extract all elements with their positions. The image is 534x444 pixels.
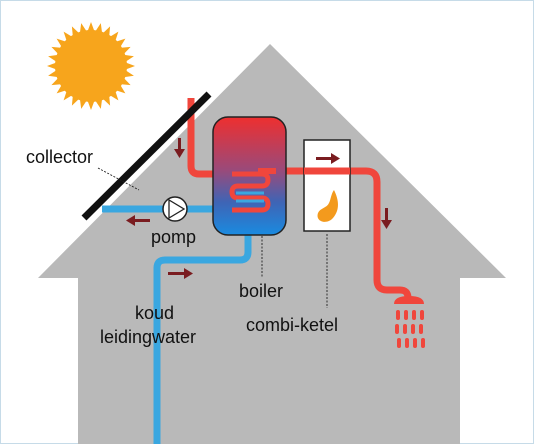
water-drop (413, 338, 417, 348)
shower-head-icon (394, 296, 425, 348)
flame-icon (317, 190, 338, 222)
water-drop (395, 324, 399, 334)
combi-ketel-label: combi-ketel (246, 315, 339, 335)
flow-arrow-down-shower (381, 208, 392, 229)
water-drop (403, 324, 407, 334)
water-drop (421, 338, 425, 348)
hot-water-pipe (258, 167, 412, 302)
water-drop (404, 310, 408, 320)
sun-icon (47, 22, 135, 110)
water-drop (411, 324, 415, 334)
water-drop (405, 338, 409, 348)
flow-arrow-down-collector (174, 138, 185, 158)
boiler-coil (229, 171, 271, 213)
flow-arrow-right-combi (316, 153, 340, 164)
flow-arrow-right-cold (168, 268, 193, 279)
pump-icon (162, 196, 188, 222)
water-drop (412, 310, 416, 320)
boiler-coil-cold (236, 191, 264, 203)
flow-arrows (126, 138, 392, 279)
water-drop (420, 310, 424, 320)
flow-arrow-left-pomp (126, 215, 150, 226)
pomp-label: pomp (151, 227, 197, 247)
water-drop (396, 310, 400, 320)
water-drop (419, 324, 423, 334)
collector-label: collector (26, 147, 94, 167)
collector-leader-line (97, 167, 140, 191)
cold-water-pipe (153, 226, 252, 444)
leidingwater-label: leidingwater (100, 327, 197, 347)
collector-hot-pipe (187, 98, 232, 178)
water-drop (397, 338, 401, 348)
solar-collector (81, 91, 212, 221)
house-silhouette (38, 44, 506, 444)
koud-label: koud (135, 303, 175, 323)
boiler-label: boiler (239, 281, 284, 301)
